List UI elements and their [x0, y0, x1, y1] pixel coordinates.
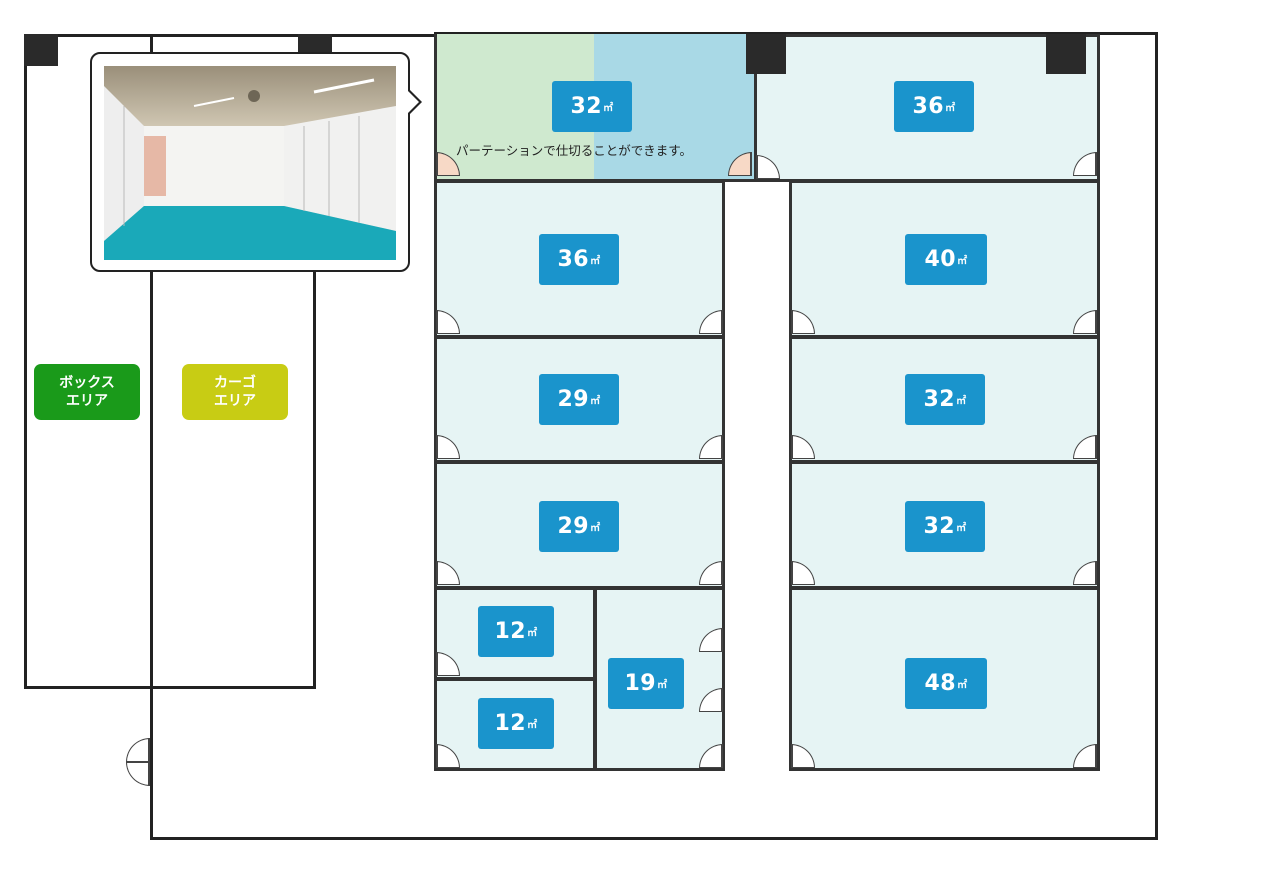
entrance-door-icon [126, 738, 150, 762]
outer-wall-top-right [434, 32, 1158, 35]
outer-wall-left [24, 34, 27, 688]
entrance-door-icon [126, 762, 150, 786]
outer-wall-right [1155, 32, 1158, 840]
pillar [24, 34, 58, 66]
pillar [746, 34, 786, 74]
pillar [1046, 34, 1086, 74]
left-block-bottom [24, 686, 316, 689]
cargo-area-label-1: カーゴ [214, 375, 256, 391]
cargo-area-badge: カーゴ エリア [182, 364, 288, 420]
inner-wall-vertical-1 [150, 34, 153, 840]
outer-wall-bottom [150, 837, 1158, 840]
outer-wall-top-left [24, 34, 434, 37]
inner-wall-vertical-2 [313, 34, 316, 688]
callout-pointer-inner [407, 90, 419, 114]
pillar [298, 34, 332, 52]
box-area-label-2: エリア [66, 393, 108, 409]
box-area-badge: ボックス エリア [34, 364, 140, 420]
interior-photo [104, 66, 396, 260]
box-area-label-1: ボックス [59, 375, 115, 391]
cargo-area-label-2: エリア [214, 393, 256, 409]
partition-note: パーテーションで仕切ることができます。 [456, 143, 693, 158]
photo-callout [90, 52, 410, 272]
interior-photo-illustration [104, 66, 396, 260]
